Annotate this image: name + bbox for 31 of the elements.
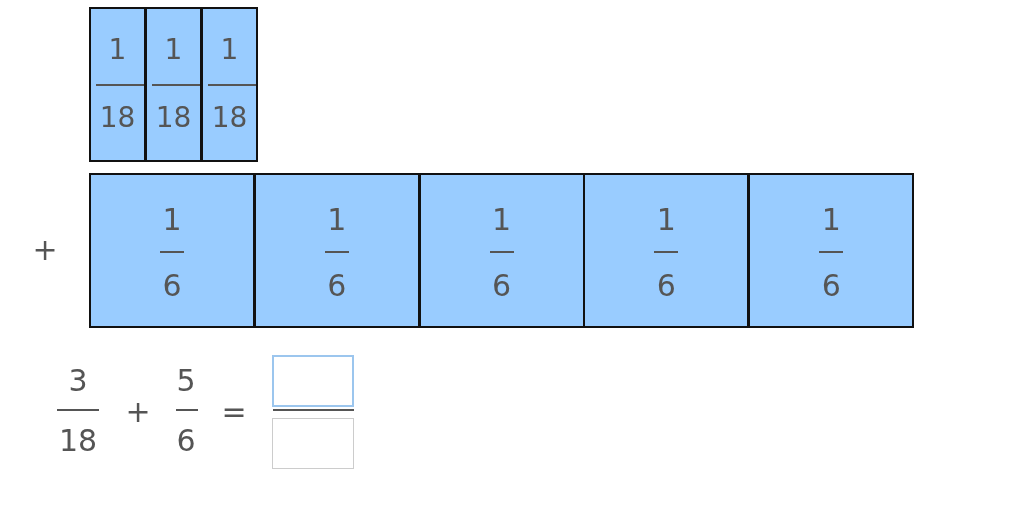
numerator: 1 (655, 205, 677, 235)
fraction-bar-piece (583, 173, 750, 328)
plus-sign: + (31, 235, 59, 265)
numerator: 1 (219, 36, 240, 64)
denominator: 18 (57, 426, 99, 456)
denominator: 6 (655, 271, 677, 301)
numerator: 3 (67, 366, 89, 396)
fraction-bar-piece (418, 173, 585, 328)
denominator: 6 (326, 271, 348, 301)
fraction-bar-piece (145, 7, 202, 162)
numerator: 1 (820, 205, 842, 235)
fraction-bar-piece (201, 7, 258, 162)
fraction-bar-piece (748, 173, 915, 328)
denominator: 6 (491, 271, 513, 301)
numerator: 1 (161, 205, 183, 235)
denominator: 18 (210, 104, 249, 132)
fraction-bar-piece (89, 7, 146, 162)
numerator: 1 (107, 36, 128, 64)
numerator: 1 (326, 205, 348, 235)
denominator: 18 (98, 104, 137, 132)
numerator: 1 (491, 205, 513, 235)
numerator: 5 (175, 366, 197, 396)
fraction-bar-piece (253, 173, 420, 328)
denominator: 18 (154, 104, 193, 132)
fraction-bar-piece (89, 173, 255, 328)
plus-sign: + (124, 397, 152, 427)
denominator: 6 (820, 271, 842, 301)
numerator: 1 (163, 36, 184, 64)
denominator: 6 (175, 426, 197, 456)
equals-sign: = (220, 397, 248, 427)
denominator: 6 (161, 271, 183, 301)
